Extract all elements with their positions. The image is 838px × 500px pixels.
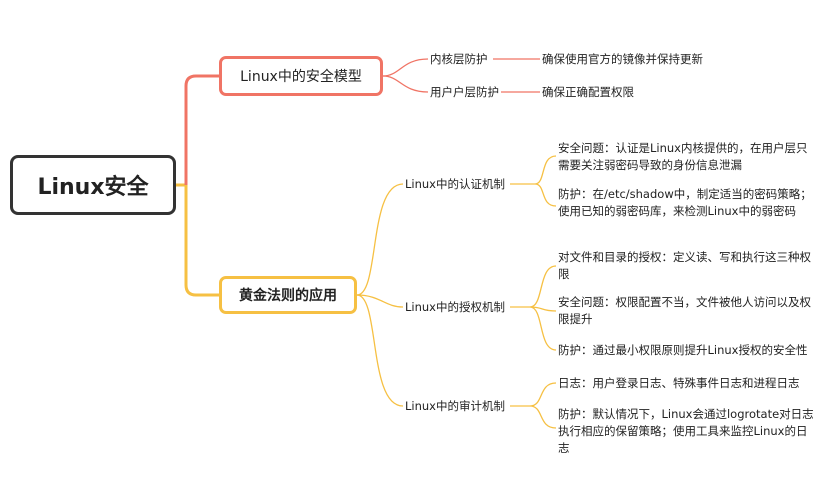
node-audit-mechanism[interactable]: Linux中的审计机制 — [403, 398, 507, 414]
connector-golden-audit — [356, 294, 404, 407]
branch-golden-rule[interactable]: 黄金法则的应用 — [219, 276, 357, 314]
note-audit-logs: 日志：用户登录日志、特殊事件日志和进程日志 — [558, 376, 800, 390]
connector-authz-brace — [510, 265, 557, 351]
connector-root-security-model — [184, 74, 219, 185]
note-authz-definition: 对文件和目录的授权：定义读、写和执行这三种权限 — [558, 250, 811, 281]
node-auth-mechanism[interactable]: Linux中的认证机制 — [403, 176, 507, 192]
root-node[interactable]: Linux安全 — [10, 155, 176, 215]
connector-auth-brace — [510, 155, 557, 207]
connector-audit-brace — [510, 382, 557, 429]
node-user-detail[interactable]: 确保正确配置权限 — [540, 84, 636, 100]
node-kernel-detail[interactable]: 确保使用官方的镜像并保持更新 — [540, 51, 705, 67]
connector-golden-authz — [356, 294, 404, 308]
connector-root-golden-rule — [184, 185, 219, 297]
connector-model-user — [382, 75, 429, 93]
node-kernel-protection[interactable]: 内核层防护 — [428, 51, 490, 67]
branch-security-model[interactable]: Linux中的安全模型 — [219, 56, 383, 96]
note-audit-protection: 防护：默认情况下，Linux会通过logrotate对日志执行相应的保留策略；使… — [558, 407, 814, 455]
note-authz-issue: 安全问题：权限配置不当，文件被他人访问以及权限提升 — [558, 295, 811, 326]
note-authz-protection: 防护：通过最小权限原则提升Linux授权的安全性 — [558, 343, 808, 357]
note-auth-issue: 安全问题：认证是Linux内核提供的，在用户层只需要关注弱密码导致的身份信息泄漏 — [558, 141, 808, 172]
note-auth-protection: 防护：在/etc/shadow中，制定适当的密码策略；使用已知的弱密码库，来检测… — [558, 187, 812, 218]
connector-golden-auth — [356, 183, 404, 296]
connector-model-kernel — [382, 58, 429, 77]
node-user-protection[interactable]: 用户户层防护 — [428, 84, 501, 100]
node-authz-mechanism[interactable]: Linux中的授权机制 — [403, 299, 507, 315]
